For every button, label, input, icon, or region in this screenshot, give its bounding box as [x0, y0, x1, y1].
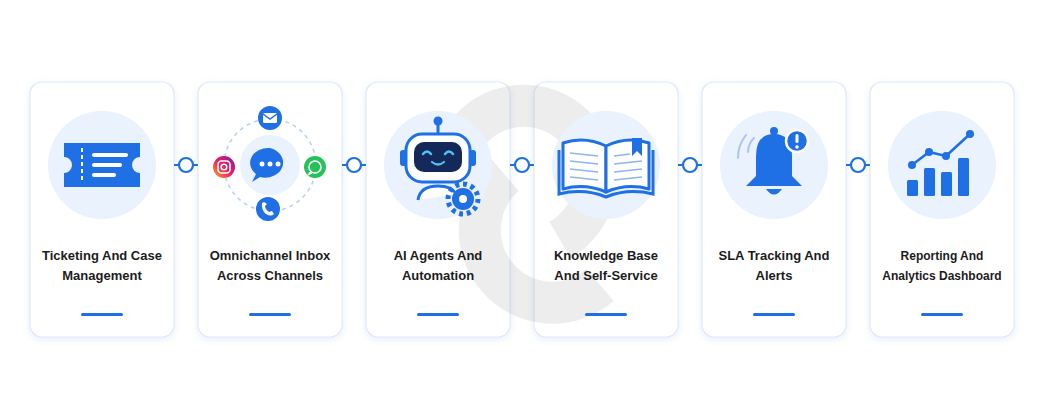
card-title: Reporting And Analytics Dashboard — [878, 246, 1006, 286]
accent-bar — [81, 313, 963, 316]
bell-icon — [738, 127, 808, 195]
card-title: Knowledge Base And Self-Service — [542, 246, 670, 286]
card-title: Ticketing And Case Management — [38, 246, 166, 286]
chart-icon — [907, 130, 974, 196]
connector — [342, 158, 366, 172]
feature-card: Knowledge Base And Self-Service — [534, 82, 678, 337]
feature-card: Ticketing And Case Management — [30, 82, 174, 337]
connector — [678, 158, 702, 172]
connector — [846, 158, 870, 172]
card-backgrounds — [30, 82, 1014, 337]
feature-card: AI Agents And Automation — [366, 82, 510, 337]
robot-icon — [400, 117, 478, 215]
connector — [510, 158, 534, 172]
card-title: Omnichannel Inbox Across Channels — [206, 246, 334, 286]
card-title: AI Agents And Automation — [374, 246, 502, 286]
ticket-icon — [64, 143, 140, 187]
connector — [174, 158, 198, 172]
book-icon — [559, 138, 653, 197]
feature-card: SLA Tracking And Alerts — [702, 82, 846, 337]
icon-halo — [48, 111, 996, 219]
feature-card: Reporting And Analytics Dashboard — [870, 82, 1014, 337]
card-title: SLA Tracking And Alerts — [710, 246, 838, 286]
omnichannel-icon — [213, 106, 326, 221]
feature-card: Omnichannel Inbox Across Channels — [198, 82, 342, 337]
